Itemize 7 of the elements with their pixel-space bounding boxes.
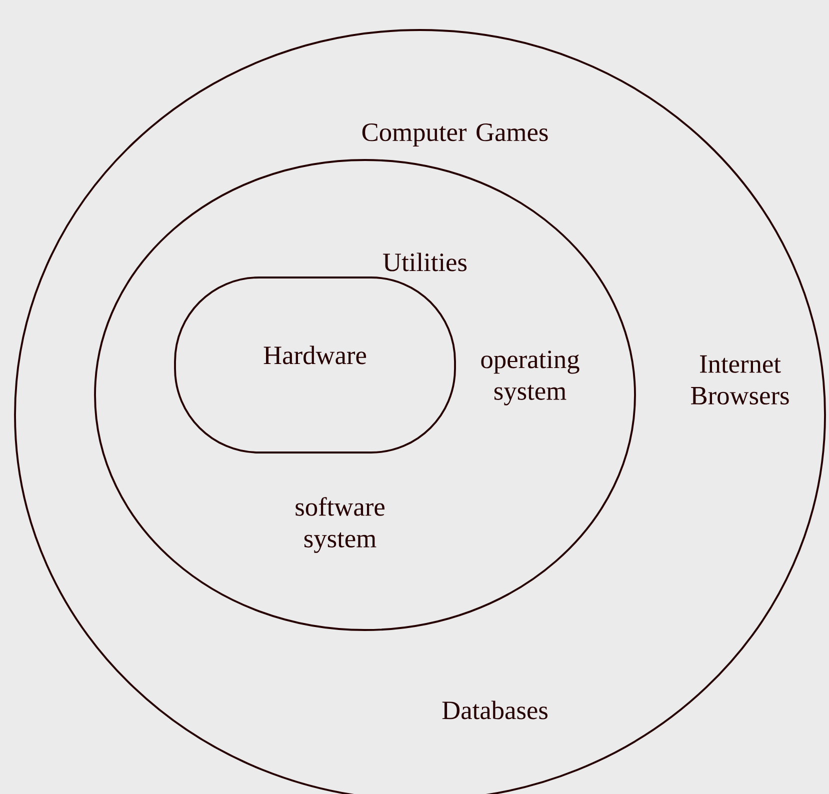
region-label: Utilities xyxy=(383,252,467,272)
region-label: software system xyxy=(296,497,384,553)
region-label: Hardware xyxy=(264,346,366,364)
region-label: Databases xyxy=(442,700,548,720)
region-label: Internet Browsers xyxy=(691,355,789,405)
region-label: operating system xyxy=(481,350,580,406)
region-label: Computer Games xyxy=(362,123,548,147)
